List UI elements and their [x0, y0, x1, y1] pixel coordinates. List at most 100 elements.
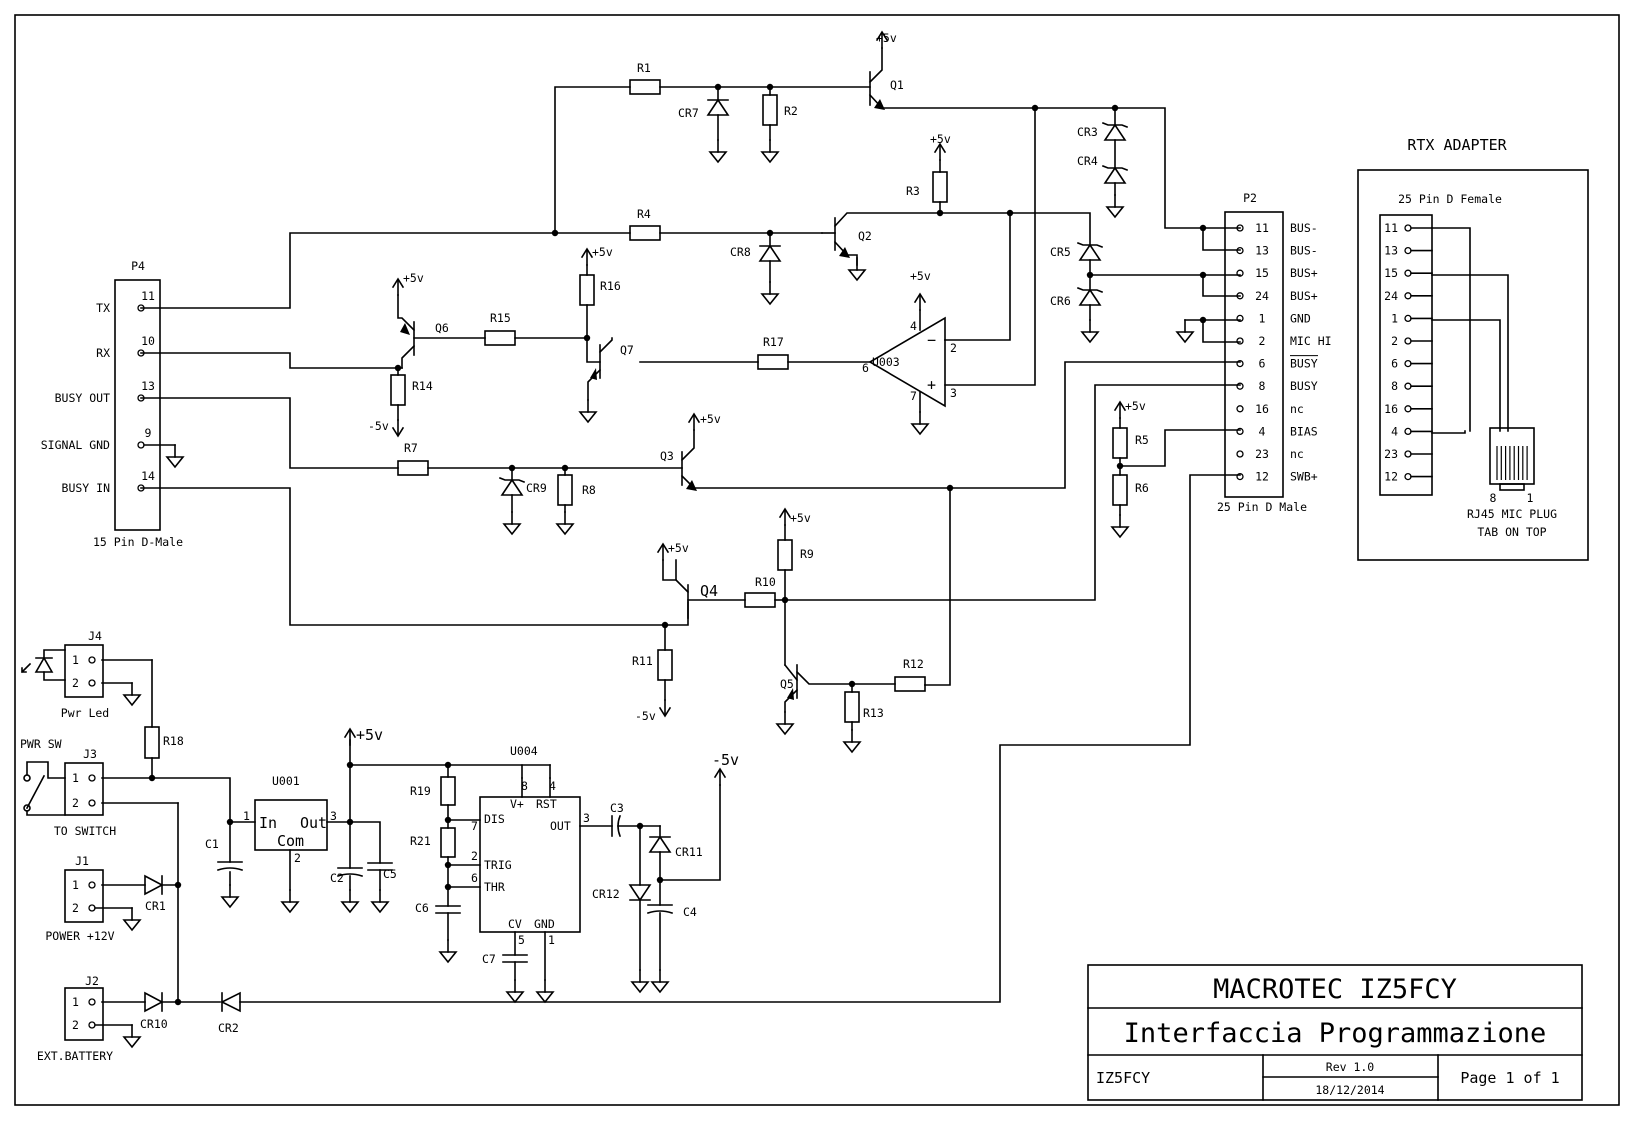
rj45-pin-b: 1: [1527, 491, 1534, 505]
label-cr9: CR9: [526, 481, 547, 495]
rtx-pin-4: 4: [1391, 424, 1398, 438]
supply-q6: +5v: [403, 271, 424, 285]
revision: Rev 1.0: [1326, 1060, 1375, 1074]
supply-q4: +5v: [668, 541, 689, 555]
label-q2: Q2: [858, 229, 872, 243]
label-cr10: CR10: [140, 1017, 168, 1031]
rtx-connector-label: 25 Pin D Female: [1398, 192, 1502, 206]
p2-pin-4: 4: [1259, 424, 1266, 438]
p2-pin-8: 8: [1259, 379, 1266, 393]
label-cr6: CR6: [1050, 294, 1071, 308]
resistor-r14: [390, 374, 406, 406]
rj45-note: TAB ON TOP: [1477, 525, 1546, 539]
u004-dis: DIS: [484, 812, 505, 826]
resistor-r8: [557, 474, 573, 506]
supply-u003: +5v: [910, 269, 931, 283]
label-cr4: CR4: [1077, 154, 1098, 168]
label-r13: R13: [863, 706, 884, 720]
p2-signal-15: BUS+: [1290, 266, 1318, 280]
label-r5: R5: [1135, 433, 1149, 447]
u004-pin2: 2: [471, 849, 478, 863]
resistor-r3: [932, 171, 948, 203]
u004-pin3: 3: [583, 811, 590, 825]
rtx-title: RTX ADAPTER: [1407, 136, 1507, 154]
supply-r3: +5v: [930, 132, 951, 146]
resistor-r7: [397, 460, 429, 476]
label-cr7: CR7: [678, 106, 699, 120]
rtx-pin-23: 23: [1384, 447, 1398, 461]
p2-signal-1: GND: [1290, 311, 1311, 325]
p4-signal-9: SIGNAL GND: [41, 438, 110, 452]
p2-pin-12: 12: [1255, 470, 1269, 484]
supply-r11: -5v: [635, 709, 656, 723]
rtx-pin-2: 2: [1391, 334, 1398, 348]
rtx-pin-12: 12: [1384, 470, 1398, 484]
label-u003: U003: [872, 355, 900, 369]
supply-cr11: -5v: [712, 751, 739, 769]
p2-pin-15: 15: [1255, 266, 1269, 280]
resistor-r16: [579, 274, 595, 306]
label-r17: R17: [763, 335, 784, 349]
u003-pin2: 2: [950, 341, 957, 355]
page-number: Page 1 of 1: [1460, 1069, 1559, 1087]
label-r10: R10: [755, 575, 776, 589]
u001-out: Out: [300, 814, 327, 832]
p2-ref: P2: [1243, 191, 1257, 205]
p4-ref: P4: [131, 259, 145, 273]
label-c4: C4: [683, 905, 697, 919]
p2-signal-23: nc: [1290, 447, 1304, 461]
label-r4: R4: [637, 207, 651, 221]
u004-gnd: GND: [534, 917, 555, 931]
p4-pin-13: 13: [141, 379, 155, 393]
jack-j4: [64, 644, 104, 698]
sheet-border: [14, 14, 1620, 1106]
label-cr2: CR2: [218, 1021, 239, 1035]
rtx-pin-11: 11: [1384, 221, 1398, 235]
u004-trig: TRIG: [484, 858, 512, 872]
u004-pin4: 4: [549, 779, 556, 793]
u001-in: In: [259, 814, 277, 832]
rj45-pin-a: 8: [1490, 491, 1497, 505]
label-c7: C7: [482, 952, 496, 966]
u001-com: Com: [277, 832, 304, 850]
label-r1: R1: [637, 61, 651, 75]
label-r11: R11: [632, 654, 653, 668]
rj45-label: RJ45 MIC PLUG: [1467, 507, 1557, 521]
label-r12: R12: [903, 657, 924, 671]
label-q1: Q1: [890, 78, 904, 92]
rtx-pin-24: 24: [1384, 289, 1398, 303]
label-c5: C5: [383, 867, 397, 881]
resistors: [144, 79, 1128, 858]
company-name: MACROTEC IZ5FCY: [1213, 974, 1457, 1005]
u004-rst: RST: [536, 797, 557, 811]
p2-pin-23: 23: [1255, 447, 1269, 461]
p2-pin-6: 6: [1259, 357, 1266, 371]
label-r19: R19: [410, 784, 431, 798]
p4-pin-10: 10: [141, 334, 155, 348]
label-r14: R14: [412, 379, 433, 393]
label-r3: R3: [906, 184, 920, 198]
resistor-r10: [744, 592, 776, 608]
supply-u001: +5v: [356, 726, 383, 744]
resistor-r2: [762, 94, 778, 126]
author: IZ5FCY: [1096, 1069, 1150, 1087]
rtx-pin-13: 13: [1384, 244, 1398, 258]
resistor-r12: [894, 676, 926, 692]
rtx-pin-15: 15: [1384, 266, 1398, 280]
label-c2: C2: [330, 871, 344, 885]
p2-signal-8: BUSY: [1290, 379, 1318, 393]
p4-signal-14: BUSY IN: [62, 481, 111, 495]
u004-vplus: V+: [510, 797, 524, 811]
label-cr12: CR12: [592, 887, 620, 901]
jack-j1: [64, 869, 104, 923]
j3-pin1: 1: [72, 771, 79, 785]
label-r9: R9: [800, 547, 814, 561]
u004-pin7: 7: [471, 819, 478, 833]
drawing-title: Interfaccia Programmazione: [1124, 1018, 1547, 1049]
j4-ref: J4: [88, 629, 102, 643]
p2-signal-4: BIAS: [1290, 424, 1318, 438]
label-cr11: CR11: [675, 845, 703, 859]
u003-pin7: 7: [910, 389, 917, 403]
resistor-r15: [484, 330, 516, 346]
u001-pin2: 2: [294, 851, 301, 865]
